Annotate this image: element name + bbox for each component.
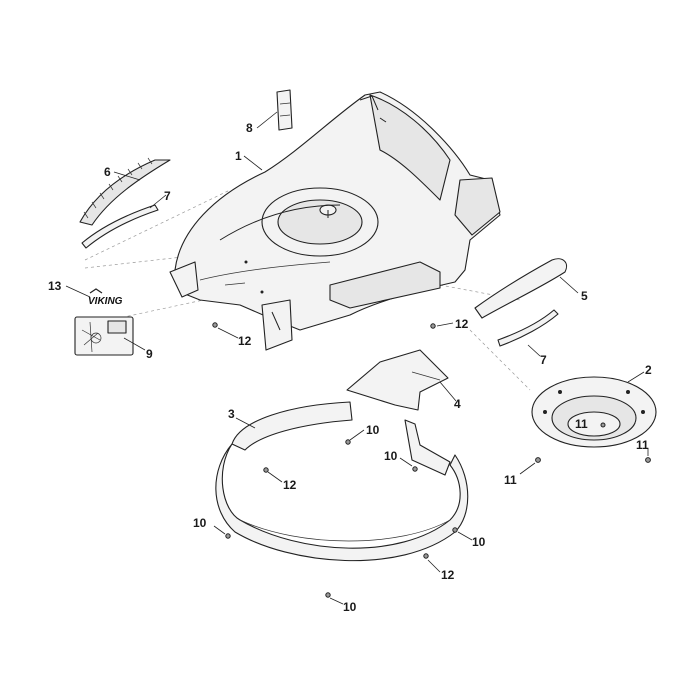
fasteners: [212, 322, 651, 598]
callout-labels: 1 2 3 4 5 6 7 7 8 9 10 10 10 10 10 11 11…: [48, 121, 652, 614]
callout-6: 6: [104, 165, 111, 179]
ribbed-trim-strip: [79, 157, 171, 226]
callout-10-a: 10: [366, 423, 380, 437]
warning-label-part: [276, 89, 293, 131]
callout-7-upper: 7: [164, 189, 171, 203]
callout-8: 8: [246, 121, 253, 135]
callout-11-c: 11: [636, 438, 649, 452]
callout-7-lower: 7: [540, 353, 547, 367]
instruction-label-sheet: [74, 316, 134, 356]
callout-10-c: 10: [193, 516, 207, 530]
deflector-plate: [346, 349, 449, 411]
callout-2: 2: [645, 363, 652, 377]
viking-logo-text: VIKING: [88, 296, 123, 307]
trim-rail-lower: [497, 309, 559, 347]
callout-13: 13: [48, 279, 62, 293]
mower-deck-housing: [169, 91, 501, 351]
callout-5: 5: [581, 289, 588, 303]
callout-10-e: 10: [343, 600, 357, 614]
callout-10-b: 10: [384, 449, 398, 463]
callout-9: 9: [146, 347, 153, 361]
callout-11-b: 11: [504, 473, 517, 487]
callout-leaders: [65, 111, 649, 605]
side-trim-panel: [474, 258, 568, 319]
callout-3: 3: [228, 407, 235, 421]
callout-4: 4: [454, 397, 461, 411]
baffle-ring: [215, 401, 469, 562]
callout-12-a: 12: [238, 334, 252, 348]
callout-12-b: 12: [455, 317, 469, 331]
viking-logo-decal: VIKING: [88, 288, 123, 307]
callout-12-c: 12: [283, 478, 297, 492]
blade-cover-bowl: [531, 376, 657, 448]
callout-10-d: 10: [472, 535, 486, 549]
callout-11-a: 11: [575, 417, 588, 431]
callout-1: 1: [235, 149, 242, 163]
trim-rail-upper: [81, 204, 159, 249]
callout-12-d: 12: [441, 568, 455, 582]
